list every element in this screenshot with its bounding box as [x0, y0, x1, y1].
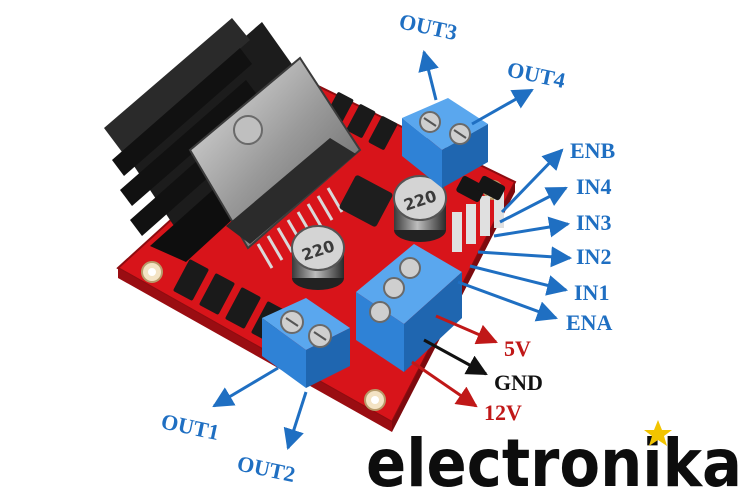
label-5v: 5V — [504, 336, 531, 361]
pin-arrows — [212, 49, 573, 450]
arrow-out4 — [471, 88, 534, 126]
label-in3: IN3 — [576, 210, 611, 235]
terminal-block-motor-a — [262, 298, 350, 388]
arrow-gnd — [423, 338, 488, 376]
capacitor-right: 220 — [393, 175, 447, 242]
arrow-in1 — [469, 264, 569, 296]
label-in2: IN2 — [576, 244, 611, 269]
pin-labels: OUT3 OUT4 ENB IN4 IN3 IN2 IN1 ENA 5V GND… — [159, 8, 616, 487]
driver-board: 220 220 — [104, 18, 517, 432]
control-header-pins — [452, 175, 506, 252]
brand-star-icon — [644, 420, 672, 446]
chip-pins — [256, 187, 344, 269]
pcb-edge — [118, 268, 392, 432]
arrow-in2 — [477, 246, 573, 268]
label-out3: OUT3 — [397, 8, 460, 45]
label-ena: ENA — [566, 310, 613, 335]
label-enb: ENB — [570, 138, 616, 163]
arrow-12v — [411, 360, 478, 408]
brand-logo: electronika — [366, 420, 742, 500]
capacitor-left: 220 — [291, 225, 345, 290]
arrow-in4 — [499, 186, 568, 224]
terminal-block-power — [356, 244, 462, 372]
arrow-ena — [457, 280, 558, 322]
arrow-out2 — [283, 391, 308, 450]
terminal-block-motor-b — [402, 98, 488, 188]
label-in1: IN1 — [574, 280, 609, 305]
arrow-in3 — [493, 216, 571, 238]
label-out4: OUT4 — [505, 56, 568, 93]
arrow-out1 — [212, 366, 279, 408]
label-out1: OUT1 — [159, 408, 222, 445]
label-out2: OUT2 — [235, 450, 298, 487]
label-12v: 12V — [484, 400, 522, 425]
brand-wordmark: electronika — [366, 425, 742, 500]
arrow-5v — [435, 314, 498, 345]
arrow-out3 — [418, 49, 439, 101]
arrow-enb — [500, 148, 564, 214]
label-gnd: GND — [494, 370, 543, 395]
voltage-regulator — [339, 175, 393, 227]
driver-chip — [188, 56, 362, 250]
label-in4: IN4 — [576, 174, 611, 199]
